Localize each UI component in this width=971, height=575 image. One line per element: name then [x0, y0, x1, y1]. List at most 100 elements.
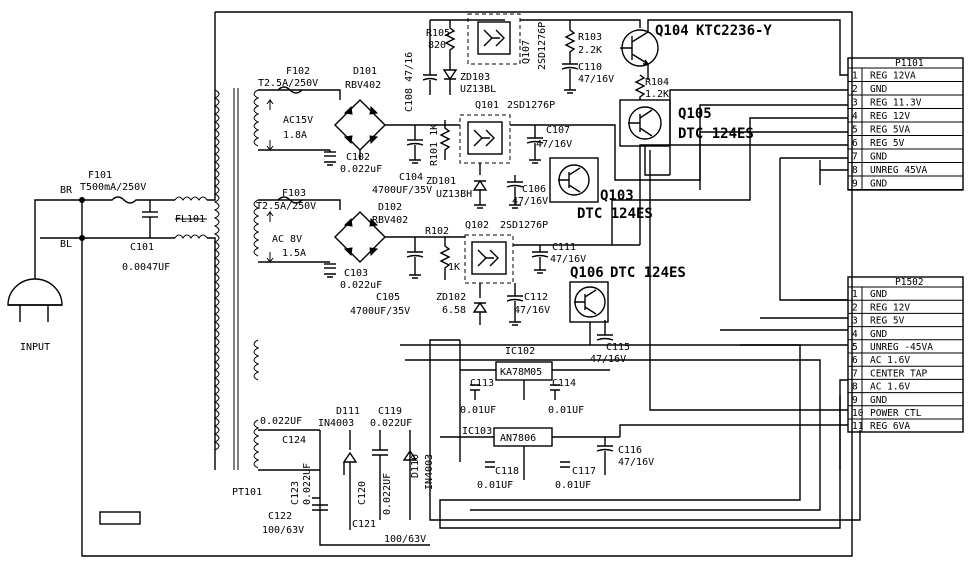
p1101-pin-number: 7 [852, 152, 858, 163]
q107-transistor [467, 13, 521, 65]
p1101-pin-name: REG 5V [870, 138, 905, 149]
q104-ref: Q104 [655, 23, 689, 39]
p1502-pin-name: POWER CTL [870, 408, 922, 419]
p1502-pin-number: 7 [852, 368, 858, 379]
q107-ref: Q107 [521, 40, 532, 64]
br-label: BR [60, 185, 73, 196]
c122-val: 100/63V [262, 525, 304, 536]
sec2-wire [258, 199, 341, 210]
connector-bus-wires [400, 89, 861, 529]
r105-ref: R105 [426, 28, 450, 39]
p1101-pin-name: GND [870, 179, 887, 190]
c117-capacitor [560, 461, 570, 468]
q105-val: DTC 124ES [678, 126, 754, 142]
p1502-pin-number: 8 [852, 382, 858, 393]
p1101-pin-name: REG 11.3V [870, 98, 922, 109]
c106-ref: C106 [522, 184, 546, 195]
p1101-pin-number: 9 [852, 179, 858, 190]
q103-val: DTC 124ES [577, 206, 653, 222]
d102-bridge-rectifier [334, 211, 465, 263]
c123-val: 0.022UF [302, 463, 313, 505]
r103-resistor [520, 19, 641, 60]
ic102-val: KA78M05 [500, 367, 542, 378]
p1502-pin-name: REG 5V [870, 316, 905, 327]
c119-val: 0.022UF [370, 418, 412, 429]
q101-transistor [415, 114, 660, 181]
sec1-wire [258, 89, 341, 100]
p1502-pin-name: GND [870, 395, 887, 406]
c102-ref: C102 [346, 152, 370, 163]
f102-val: T2.5A/250V [258, 78, 318, 89]
q102-transistor [464, 234, 640, 284]
r102-val: 1K [448, 262, 460, 273]
c103-val: 0.022uF [340, 280, 382, 291]
ic103-val: AN7806 [500, 433, 536, 444]
p1101-pin-number: 4 [852, 111, 858, 122]
c101-val: 0.0047UF [122, 262, 170, 273]
r101-label: R101 1K [429, 124, 440, 166]
f103-val: T2.5A/250V [256, 201, 316, 212]
ic102-regulator [459, 340, 610, 400]
d101-ref: D101 [353, 66, 377, 77]
p1502-pin-number: 11 [852, 421, 864, 432]
q105-ref: Q105 [678, 106, 712, 122]
p1502-pin-name: CENTER TAP [870, 368, 927, 379]
c106-capacitor [506, 175, 524, 209]
c101-capacitor [142, 200, 158, 238]
c112-ref: C112 [524, 292, 548, 303]
q101-ref: Q101 [475, 100, 499, 111]
ac15-arrow [266, 98, 274, 152]
c115-capacitor [596, 320, 614, 341]
c107-capacitor [526, 125, 544, 164]
ac15-voltage: AC15V [283, 115, 313, 126]
c121-val: 100/63V [384, 534, 426, 545]
c115-ref: C115 [606, 342, 630, 353]
ic103-regulator [440, 400, 620, 480]
c111-val: 47/16V [550, 254, 586, 265]
zd102-val: 6.58 [442, 305, 466, 316]
r104-ref: R104 [645, 77, 669, 88]
ac8-current: 1.5A [282, 248, 306, 259]
d110-ref: D110 [410, 454, 421, 478]
d101-bridge-rectifier [334, 99, 415, 160]
c116-ref: C116 [618, 445, 642, 456]
r104-resistor [634, 74, 646, 100]
c120-ref: C120 [357, 481, 368, 505]
c118-capacitor [485, 461, 495, 468]
p1101-title: P1101 [895, 58, 924, 69]
r103-val: 2.2K [578, 45, 602, 56]
c101-ref: C101 [130, 242, 154, 253]
q106-ref: Q106 [570, 265, 604, 281]
p1101-pin-name: REG 12VA [870, 71, 916, 82]
q103-transistor [549, 157, 599, 203]
c104-capacitor [406, 125, 424, 164]
d102-val: RBV402 [372, 215, 408, 226]
c107-val: 47/16V [536, 139, 572, 150]
c111-capacitor [531, 245, 549, 274]
c112-val: 47/16V [514, 305, 550, 316]
manufacturer-stamp [99, 511, 141, 525]
f102-ref: F102 [286, 66, 310, 77]
q105-transistor [619, 99, 671, 176]
p1101-pin-name: GND [870, 152, 887, 163]
zd101-ref: ZD101 [426, 176, 456, 187]
c121-ref: C121 [352, 519, 376, 530]
p1502-connector [847, 276, 964, 433]
zd101-val: UZ13BH [436, 189, 472, 200]
q103-ref: Q103 [600, 188, 634, 204]
c105-val: 4700UF/35V [350, 306, 410, 317]
c103-ref: C103 [344, 268, 368, 279]
c114-ref: C114 [552, 378, 576, 389]
fl101-line-filter [174, 170, 216, 470]
p1502-pin-number: 10 [852, 408, 864, 419]
f101-val: T500mA/250V [80, 182, 146, 193]
p1101-pin-name: REG 12V [870, 111, 910, 122]
q101-val: 2SD1276P [507, 100, 555, 111]
c119-ref: C119 [378, 406, 402, 417]
c116-capacitor [596, 437, 614, 475]
p1502-pin-name: REG 6VA [870, 421, 910, 432]
q107-val: 2SD1276P [537, 22, 548, 70]
zd103-val: UZ13BL [460, 84, 496, 95]
c113-capacitor [470, 384, 480, 400]
